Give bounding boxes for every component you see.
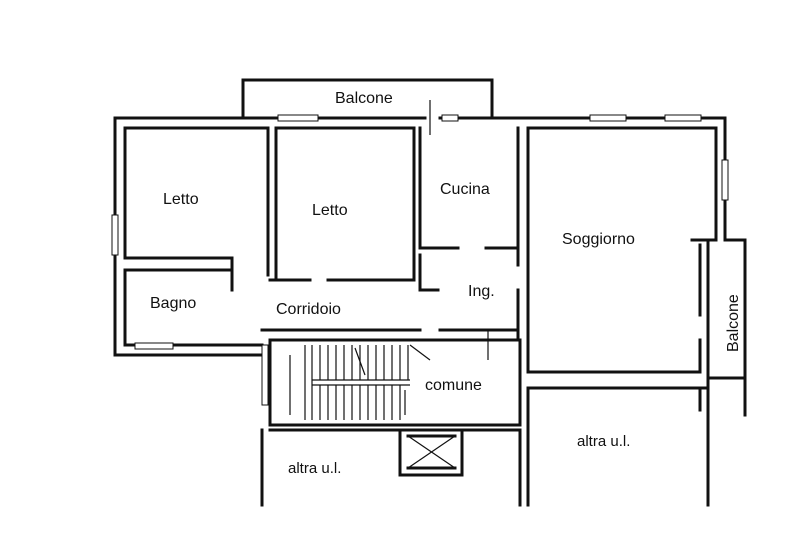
- common-area-label: comune: [425, 377, 482, 394]
- adjacent-walls: [260, 386, 702, 507]
- windows: [111, 100, 729, 406]
- other-unit-left-label: altra u.l.: [288, 460, 341, 477]
- bedroom-2-label: Letto: [312, 202, 348, 219]
- entrance-label: Ing.: [468, 283, 495, 300]
- interior-walls: [123, 126, 718, 374]
- bedroom-1-label: Letto: [163, 191, 199, 208]
- bathroom-label: Bagno: [150, 295, 196, 312]
- kitchen-label: Cucina: [440, 181, 490, 198]
- exterior-walls: [113, 116, 747, 507]
- balcony-top-label: Balcone: [335, 90, 393, 107]
- elevator-shaft: [398, 428, 464, 477]
- living-room-label: Soggiorno: [562, 231, 635, 248]
- stairwell: [268, 330, 522, 427]
- corridor-label: Corridoio: [276, 301, 341, 318]
- other-unit-right-label: altra u.l.: [577, 433, 630, 450]
- balcony-right-label: Balcone: [725, 294, 742, 352]
- balcony-top: [241, 78, 494, 120]
